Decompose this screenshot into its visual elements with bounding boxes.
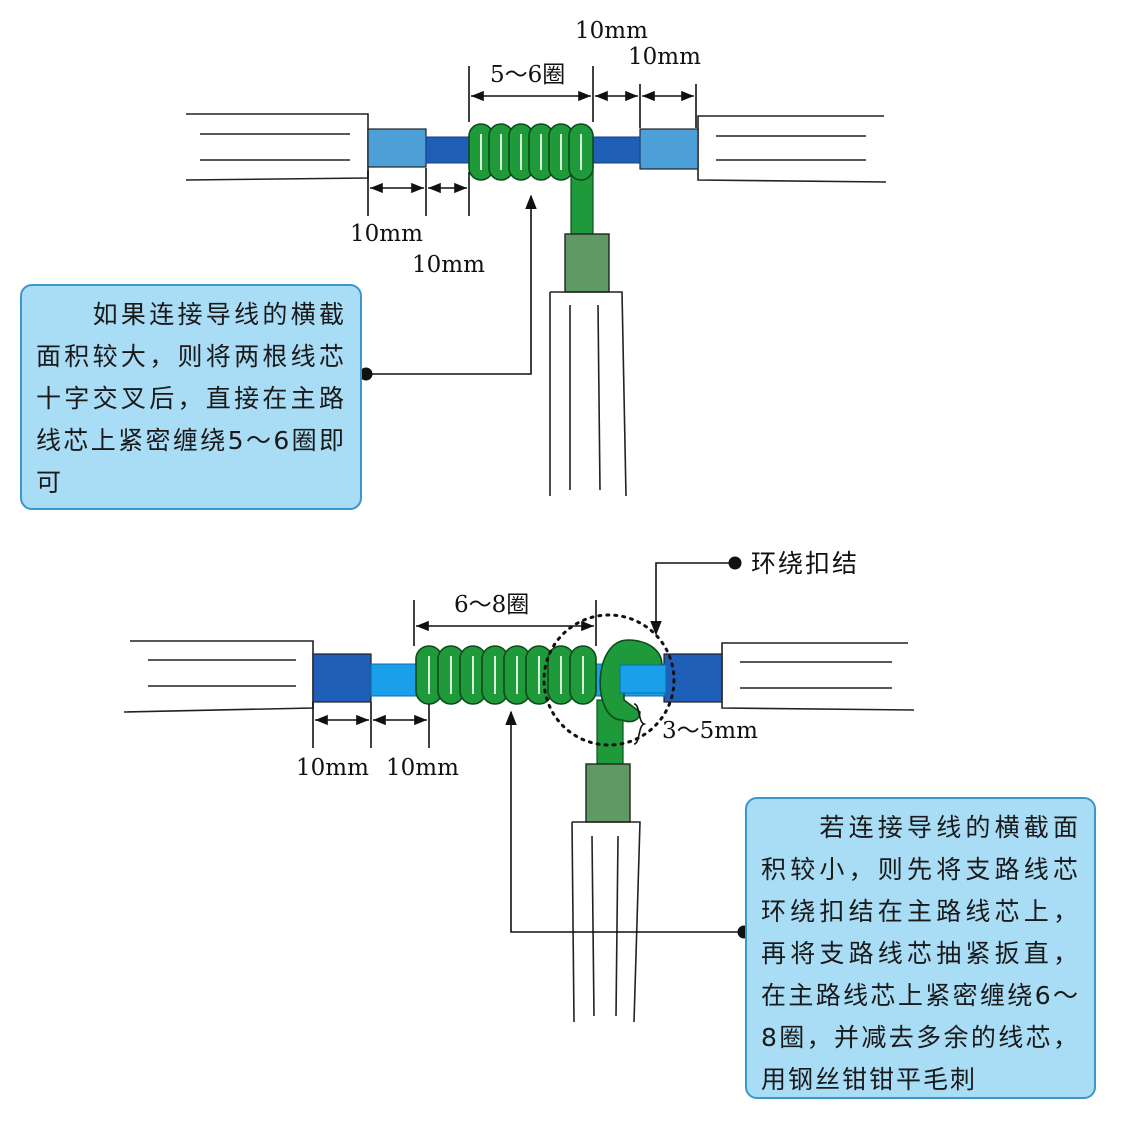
bottom-branch-cable-sheath <box>571 821 641 1023</box>
top-left-dimensions <box>367 168 470 216</box>
top-dim-left-outer-label: 10mm <box>350 221 423 247</box>
bottom-gap-brace <box>633 703 647 745</box>
bottom-turns-dimension <box>413 600 597 646</box>
bottom-knot-highlight-circle <box>542 613 676 747</box>
bottom-explanation-callout: 若连接导线的横截面积较小，则先将支路线芯环绕扣结在主路线芯上，再将支路线芯抽紧扳… <box>745 797 1096 1099</box>
top-joint: 5～6圈 10mm 10mm 10mm 10mm <box>185 18 887 497</box>
top-explanation-callout: 如果连接导线的横截面积较大，则将两根线芯十字交叉后，直接在主路线芯上紧密缠绕5～… <box>20 284 362 510</box>
top-turns-label: 5～6圈 <box>490 62 565 88</box>
bottom-dim-left-inner-label: 10mm <box>386 755 459 781</box>
bottom-knot-label: 环绕扣结 <box>751 549 859 578</box>
bottom-knot-leader <box>650 556 742 636</box>
bottom-right-cable-sheath <box>721 642 915 711</box>
top-turns-dimension <box>468 66 697 128</box>
bottom-branch-insulation <box>585 763 631 823</box>
bottom-winding-coils <box>415 645 597 705</box>
top-left-cable-sheath <box>185 113 369 181</box>
top-right-insulation <box>639 128 699 170</box>
top-dim-upper-label: 10mm <box>575 18 648 44</box>
top-winding-highlights <box>480 134 582 170</box>
top-winding-coils <box>468 123 594 181</box>
bottom-dim-left-outer-label: 10mm <box>296 755 369 781</box>
bottom-joint: 6～8圈 10mm 10mm 3～5mm 环绕扣结 <box>123 549 915 1023</box>
bottom-right-insulation <box>663 653 723 703</box>
top-dim-left-inner-label: 10mm <box>412 252 485 278</box>
top-right-cable-sheath <box>697 115 887 183</box>
top-branch-insulation <box>564 233 610 293</box>
bottom-knot-core-stub <box>619 664 667 694</box>
top-callout-leader <box>359 194 537 381</box>
bottom-left-insulation <box>312 653 372 703</box>
bottom-turns-label: 6～8圈 <box>454 592 529 618</box>
bottom-left-cable-sheath <box>123 640 314 713</box>
bottom-knot-hook <box>599 639 663 723</box>
bottom-callout-leader <box>505 710 751 939</box>
top-branch-cable-sheath <box>549 291 627 497</box>
bottom-gap-label: 3～5mm <box>662 718 758 744</box>
bottom-winding-highlights <box>428 656 584 694</box>
top-left-insulation <box>367 128 427 168</box>
top-dim-lower-label: 10mm <box>628 44 701 70</box>
bottom-left-dimensions <box>312 702 430 748</box>
